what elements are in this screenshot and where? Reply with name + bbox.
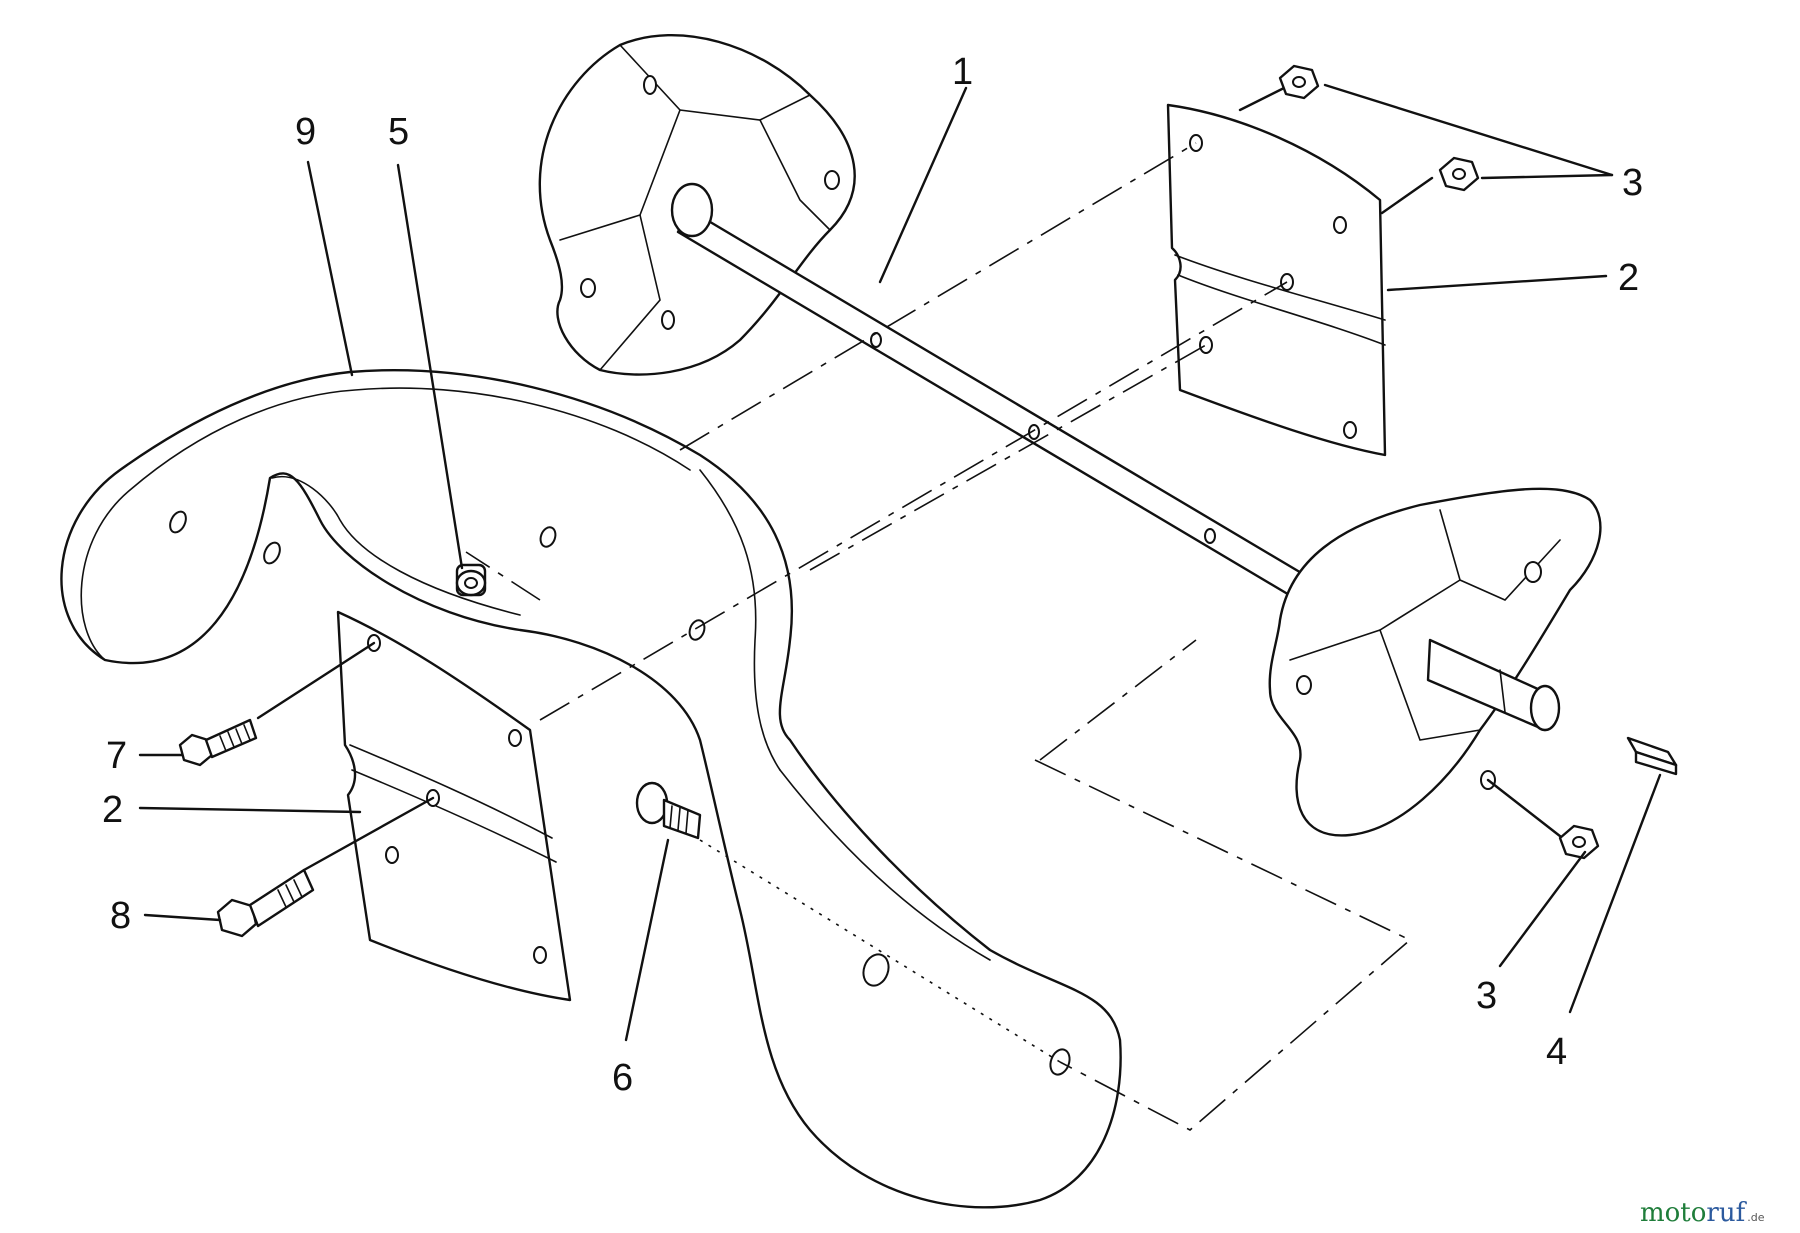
site-watermark: motoruf.de [1640, 1198, 1765, 1228]
paddle-blade-left-part-2 [336, 610, 572, 1002]
callout-7: 7 [106, 735, 127, 777]
bolt-part-7 [178, 718, 258, 767]
callout-1: 1 [952, 51, 973, 93]
callout-8: 8 [110, 895, 131, 937]
impeller-shaft-assembly-part-1 [538, 33, 1602, 837]
callout-numbers: 1 3 2 9 5 7 2 8 6 3 4 [102, 51, 1643, 1099]
callout-2-right: 2 [1618, 257, 1639, 299]
callout-3-top: 3 [1622, 162, 1643, 204]
carriage-bolt-part-6 [635, 781, 702, 840]
callout-leaders [138, 83, 1662, 1042]
spacer-part-5 [455, 563, 487, 597]
watermark-text: motoruf.de [1640, 1198, 1765, 1228]
callout-6: 6 [612, 1057, 633, 1099]
hex-nut-top-2-part-3 [1438, 156, 1480, 192]
callout-9: 9 [295, 111, 316, 153]
callout-3-bottom: 3 [1476, 975, 1497, 1017]
callout-5: 5 [388, 111, 409, 153]
woodruff-key-part-4 [1626, 736, 1678, 776]
bolt-part-8 [216, 868, 315, 938]
callout-2-left: 2 [102, 789, 123, 831]
auger-flighting-part-9 [60, 369, 1122, 1209]
hex-nut-top-1-part-3 [1278, 64, 1320, 100]
hex-nut-bottom-part-3 [1558, 824, 1600, 860]
assembly-lines [256, 83, 1567, 1131]
callout-4: 4 [1546, 1031, 1567, 1073]
paddle-blade-right-part-2 [1166, 103, 1387, 457]
